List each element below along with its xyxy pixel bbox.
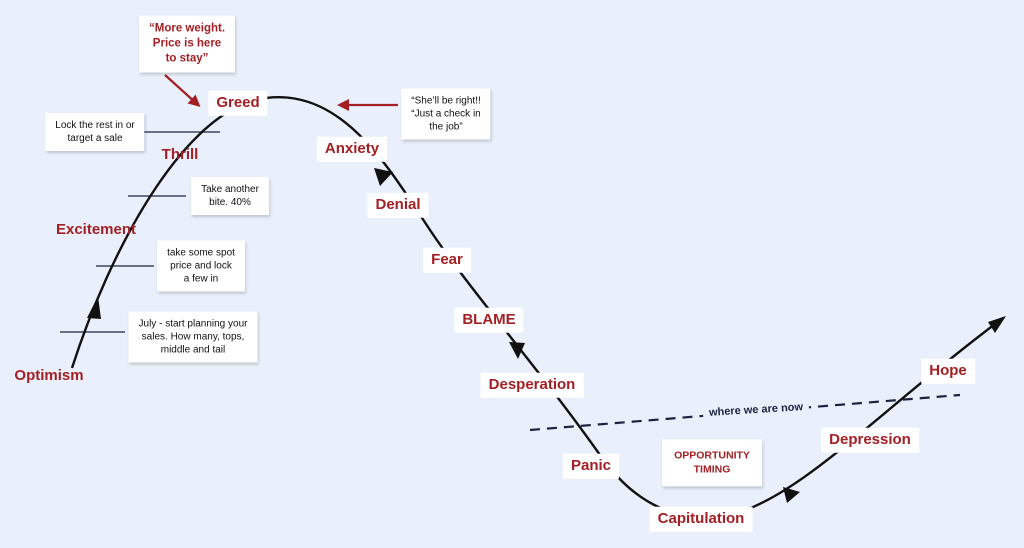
stage-anxiety: Anxiety (316, 136, 388, 162)
stage-depression: Depression (821, 427, 919, 453)
note-july: July - start planning your sales. How ma… (128, 311, 258, 363)
stage-optimism: Optimism (14, 366, 84, 384)
arrow-head-optimism (87, 296, 101, 319)
stage-denial: Denial (367, 192, 429, 218)
stage-capitulation: Capitulation (649, 506, 753, 532)
note-spot: take some spot price and lock a few in (157, 240, 245, 292)
stage-hope: Hope (921, 358, 975, 384)
stage-panic: Panic (562, 453, 620, 479)
note-right: “She’ll be right!! “Just a check in the … (401, 88, 491, 140)
red-arrow-weight (164, 74, 201, 108)
market-cycle-curve (70, 96, 1004, 519)
arrow-head-anxiety (374, 168, 393, 186)
opportunity-timing-box: OPPORTUNITY TIMING (662, 439, 762, 487)
note-lock: Lock the rest in or target a sale (45, 113, 145, 151)
arrow-head-blame (509, 342, 525, 359)
stage-fear: Fear (423, 247, 471, 273)
stage-blame: BLAME (454, 307, 524, 333)
arrow-head-hope (988, 316, 1006, 333)
where-we-are-now-line (529, 393, 961, 432)
note-bite: Take another bite. 40% (191, 177, 269, 215)
stage-excitement: Excitement (55, 220, 137, 238)
stage-thrill: Thrill (161, 145, 199, 163)
note-weight: “More weight. Price is here to stay” (138, 15, 236, 73)
stage-greed: Greed (208, 90, 268, 116)
arrow-head-capitulation (783, 487, 800, 503)
stage-desperation: Desperation (480, 372, 584, 398)
